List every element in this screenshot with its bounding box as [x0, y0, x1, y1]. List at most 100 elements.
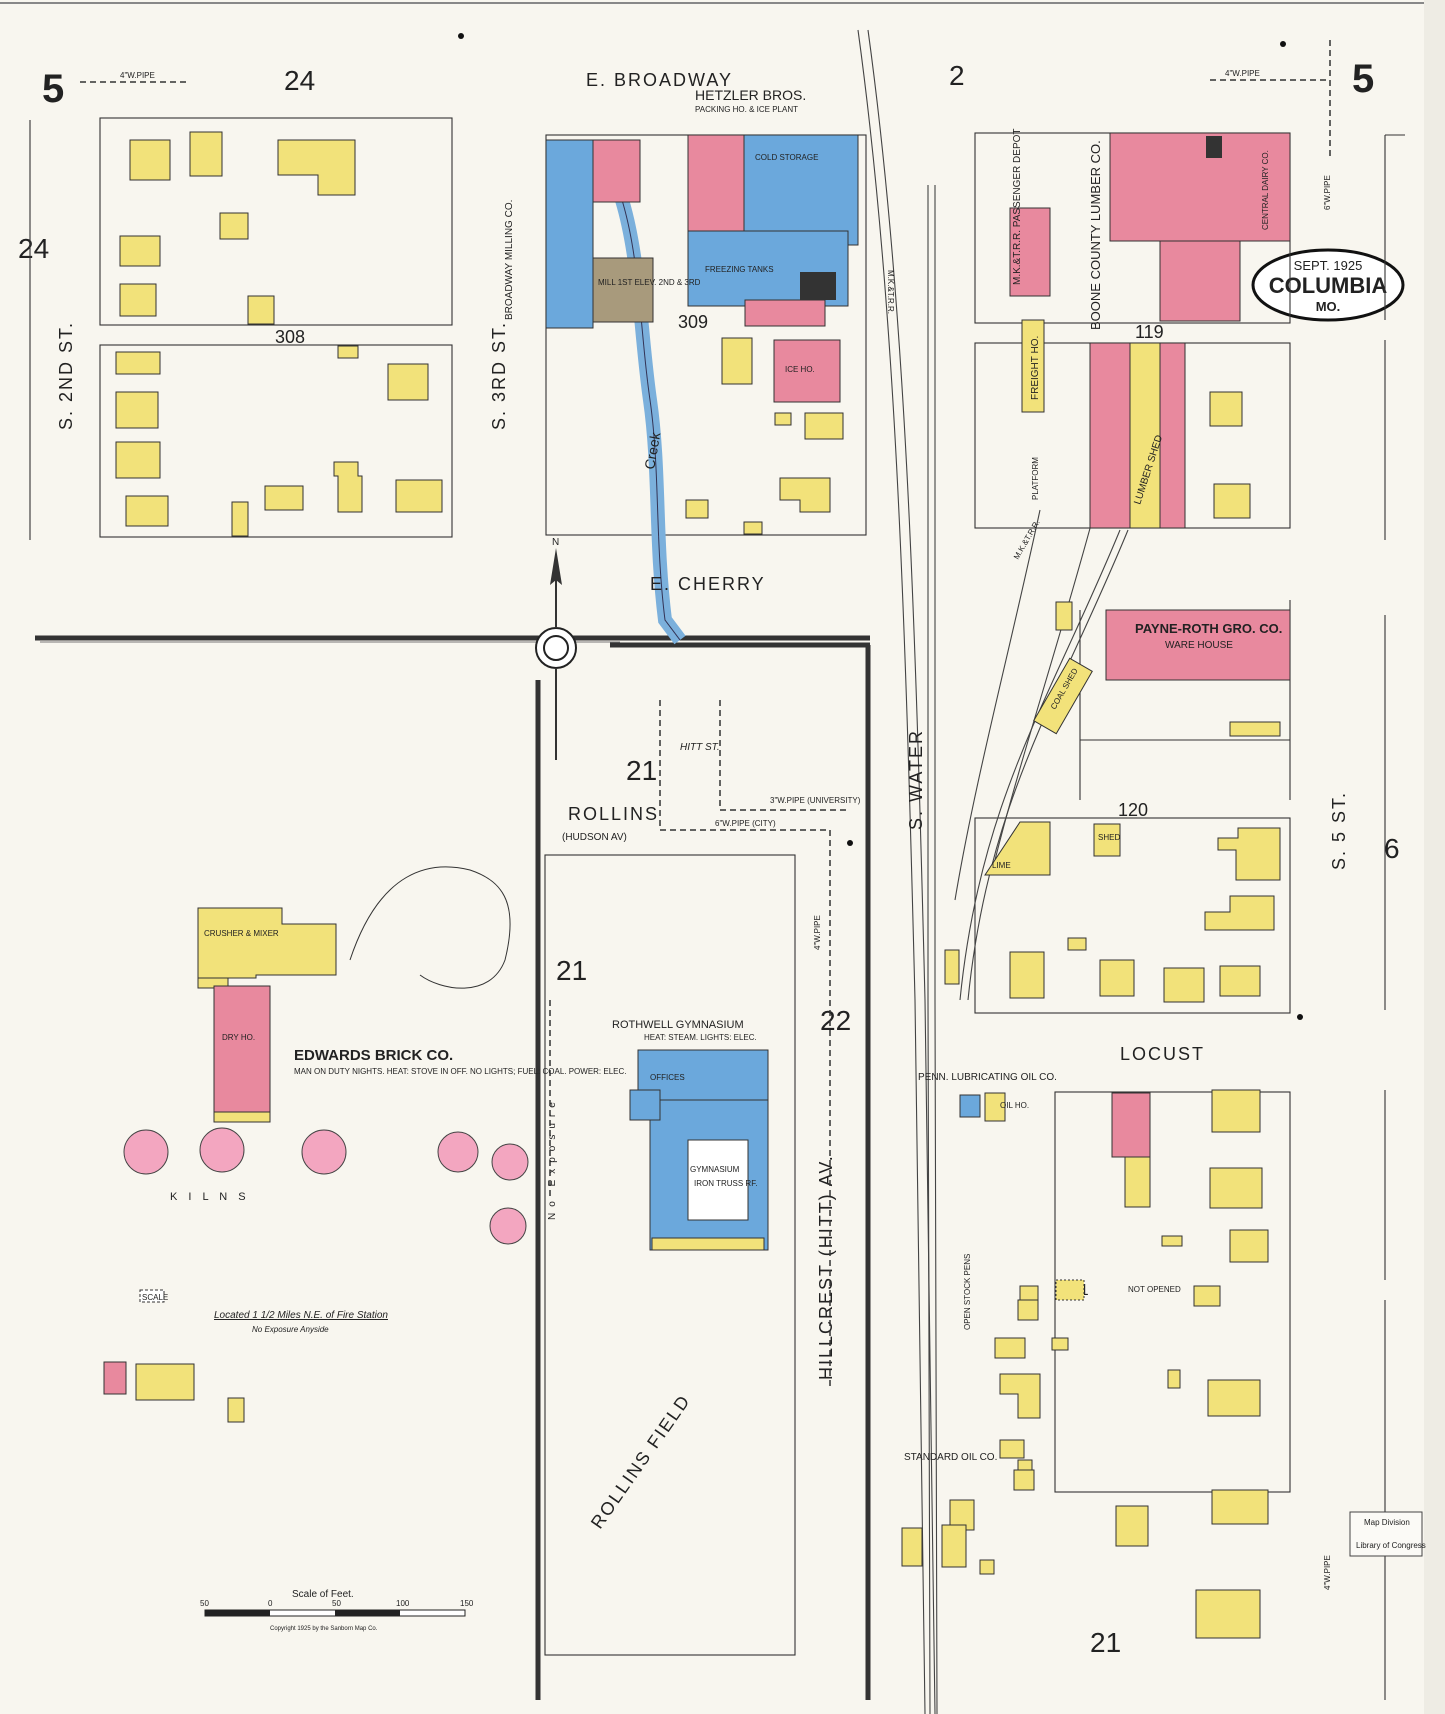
oil-company-buildings [901, 1089, 1269, 1639]
creek-label: Creek [641, 430, 663, 471]
cold-storage-label: COLD STORAGE [755, 153, 818, 162]
city-date-badge: SEPT. 1925 COLUMBIA MO. [1251, 248, 1405, 322]
street-broadway: E. BROADWAY [586, 70, 733, 90]
scale-tick-50: 50 [332, 1599, 341, 1608]
stock-pens-label: OPEN STOCK PENS [963, 1254, 972, 1330]
hetzler-title: HETZLER BROS. [695, 87, 806, 103]
no-exposure-label: No Exposure Anyside [252, 1325, 329, 1334]
block-308: 308 [275, 327, 305, 347]
adjacent-sheet-21-hitt: 21 [626, 755, 657, 786]
gym-info: HEAT: STEAM. LIGHTS: ELEC. [644, 1033, 757, 1042]
dry-house-label: DRY HO. [222, 1033, 255, 1042]
street-hillcrest: HILLCREST (HITT) AV. [816, 1154, 836, 1380]
freight-house-label: FREIGHT HO. [1030, 336, 1041, 400]
map-city: COLUMBIA [1269, 273, 1388, 298]
block-119: 119 [1135, 322, 1164, 342]
railroad-label: M.K.&T.R.R. [886, 270, 895, 314]
no-exposure-line: No Exposure [547, 1096, 558, 1220]
street-2nd: S. 2ND ST. [56, 321, 76, 430]
edwards-info: MAN ON DUTY NIGHTS. HEAT: STOVE IN OFF. … [294, 1067, 627, 1076]
pipe-label-2: 4"W.PIPE [1225, 69, 1260, 78]
block-outline-121 [1054, 1091, 1291, 1493]
boone-lumber-label: BOONE COUNTY LUMBER CO. [1088, 140, 1103, 330]
adjacent-sheet-22: 22 [820, 1005, 851, 1036]
kilns-label: K I L N S [170, 1191, 250, 1203]
block-outline-120 [974, 817, 1291, 1014]
street-hitt: HITT ST. [680, 742, 720, 753]
adjacent-sheet-21-bottom: 21 [1090, 1627, 1121, 1658]
rothwell-gymnasium [629, 1049, 769, 1251]
block-309-dwellings [685, 412, 844, 535]
adjacent-sheet-6: 6 [1384, 833, 1400, 864]
block-309: 309 [678, 312, 708, 332]
hetzler-bros-plant [545, 134, 859, 403]
scale-tick-0: 0 [268, 1599, 273, 1608]
pipe-label-7: 4"W.PIPE [813, 915, 822, 950]
scale-tick-50-left: 50 [200, 1599, 209, 1608]
edwards-brick-co [103, 866, 529, 1423]
street-water: S. WATER [906, 729, 926, 830]
central-dairy-label: CENTRAL DAIRY CO. [1261, 150, 1270, 230]
railroad-tracks [857, 29, 1129, 1714]
scale-title: Scale of Feet. [292, 1589, 354, 1600]
copyright: Copyright 1925 by the Sanborn Map Co. [270, 1626, 378, 1632]
nw-block-dwellings [115, 131, 443, 537]
hetzler-subtitle: PACKING HO. & ICE PLANT [695, 105, 798, 114]
edwards-brick-label: EDWARDS BRICK CO. [294, 1047, 453, 1064]
shed-label: SHED [1098, 833, 1120, 842]
block-121-buildings [1051, 1235, 1221, 1389]
block-120: 120 [1118, 800, 1148, 820]
adjacent-sheet-24-left: 24 [18, 233, 49, 264]
sheet-number-left: 5 [42, 67, 64, 111]
gymnasium-label: GYMNASIUM [690, 1165, 740, 1174]
block-120-buildings [944, 821, 1281, 1003]
scale-bar [204, 1609, 466, 1617]
iron-truss-label: IRON TRUSS RF. [694, 1179, 757, 1188]
payne-roth-warehouse [1105, 609, 1291, 681]
passenger-depot-label: M.K.&T.R.R. PASSENGER DEPOT [1012, 128, 1023, 285]
pipe-label-5: 6"W.PIPE (CITY) [715, 819, 776, 828]
scale-label: SCALE [142, 1293, 168, 1302]
street-cherry: E. CHERRY [650, 574, 766, 594]
crusher-label: CRUSHER & MIXER [204, 929, 279, 938]
block-outline-308 [99, 344, 453, 538]
mill-label: MILL 1ST ELEV. 2ND & 3RD [598, 278, 701, 287]
adjacent-sheet-21-center: 21 [556, 955, 587, 986]
compass-rose [40, 548, 620, 760]
located-label: Located 1 1/2 Miles N.E. of Fire Station [214, 1310, 388, 1321]
pipe-label-4: 3"W.PIPE (UNIVERSITY) [770, 796, 861, 805]
library-stamp: Map Division Library of Congress [1349, 1511, 1426, 1557]
oil-house-label: OIL HO. [1000, 1101, 1029, 1110]
standard-oil-label: STANDARD OIL CO. [904, 1452, 997, 1463]
block-outline-nw [99, 117, 453, 326]
payne-roth-label: PAYNE-ROTH GRO. CO. [1135, 621, 1282, 636]
offices-label: OFFICES [650, 1073, 685, 1082]
map-date: SEPT. 1925 [1294, 258, 1363, 273]
street-5th: S. 5 ST. [1329, 791, 1349, 870]
pipe-label-9: 6"W.PIPE [1323, 175, 1332, 210]
pipe-label-8: 4"W.PIPE [1323, 1555, 1332, 1590]
ice-house-label: ICE HO. [785, 365, 815, 374]
freezing-tanks-label: FREEZING TANKS [705, 265, 774, 274]
street-3rd: S. 3RD ST. [489, 321, 509, 430]
stamp-line2: Library of Congress [1356, 1541, 1426, 1550]
gym-title: ROTHWELL GYMNASIUM [612, 1019, 744, 1031]
broadway-milling-label: BROADWAY MILLING CO. [504, 200, 515, 320]
block-outline-rollins-field [544, 854, 796, 1656]
not-opened-label: NOT OPENED [1128, 1285, 1181, 1294]
compass-north: N [552, 537, 559, 548]
street-rollins: ROLLINS [568, 804, 659, 824]
stamp-line1: Map Division [1364, 1518, 1410, 1527]
scale-tick-100: 100 [396, 1599, 410, 1608]
warehouse-label: WARE HOUSE [1165, 640, 1233, 651]
platform-label: PLATFORM [1031, 457, 1040, 500]
map-state: MO. [1316, 299, 1341, 314]
water-pipes [80, 40, 1331, 1390]
pipe-label-1: 4"W.PIPE [120, 71, 155, 80]
lime-label: LIME [992, 861, 1011, 870]
adjacent-sheet-2: 2 [949, 60, 965, 91]
sheet-number-right: 5 [1352, 57, 1374, 101]
street-locust: LOCUST [1120, 1044, 1205, 1064]
adjacent-sheet-24-top: 24 [284, 65, 315, 96]
